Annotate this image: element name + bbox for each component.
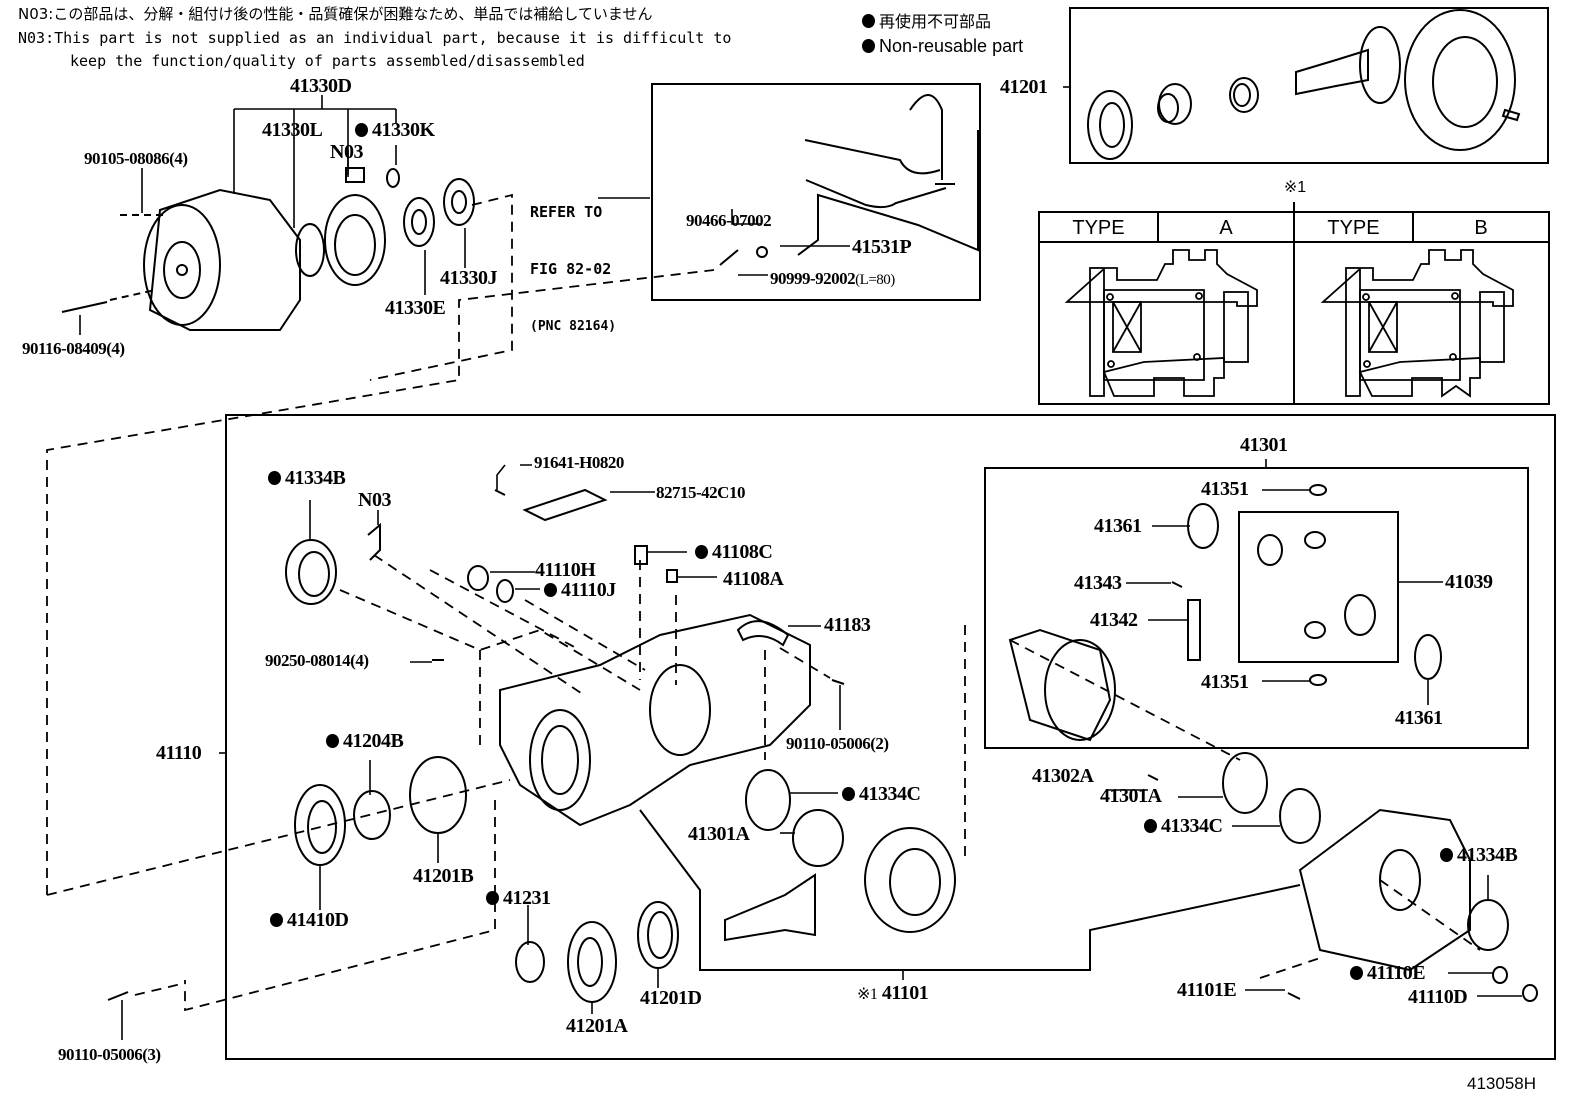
part-label-41201A[interactable]: 41201A bbox=[566, 1015, 628, 1037]
part-label-41108A[interactable]: 41108A bbox=[723, 568, 784, 590]
part-label-41334B-left[interactable]: 41334B bbox=[268, 468, 346, 488]
part-label-90116-08409[interactable]: 90116-08409(4) bbox=[22, 339, 125, 358]
part-label-41201[interactable]: 41201 bbox=[1000, 76, 1048, 98]
assembly-dashed-lines bbox=[46, 193, 1481, 1012]
part-label-90110-05006-3[interactable]: 90110-05006(3) bbox=[58, 1045, 161, 1064]
part-label-41330J[interactable]: 41330J bbox=[440, 267, 498, 289]
part-label-41342[interactable]: 41342 bbox=[1090, 609, 1138, 631]
part-label-41334C-left[interactable]: 41334C bbox=[842, 784, 921, 804]
type-table-grid bbox=[1039, 202, 1549, 404]
part-label-41183[interactable]: 41183 bbox=[824, 614, 871, 636]
part-label-41101E[interactable]: 41101E bbox=[1177, 979, 1237, 1001]
refer-to-fig-label: REFER TO FIG 82-02 (PNC 82164) bbox=[530, 165, 616, 355]
non-reusable-dot-icon bbox=[1440, 848, 1453, 862]
part-label-41361-right[interactable]: 41361 bbox=[1395, 707, 1443, 729]
part-label-41110D[interactable]: 41110D bbox=[1408, 986, 1468, 1008]
refer-line2: FIG 82-02 bbox=[530, 260, 612, 278]
type-header-a-label: TYPE bbox=[1072, 217, 1125, 239]
part-label-41101[interactable]: ※1 41101 bbox=[857, 982, 929, 1004]
part-label-41330L[interactable]: 41330L bbox=[262, 119, 323, 141]
non-reusable-dot-icon bbox=[326, 734, 339, 748]
type-a-housing-drawing bbox=[1064, 249, 1258, 397]
part-label-82715-42C10[interactable]: 82715-42C10 bbox=[656, 483, 745, 502]
note-n03-english-line1: N03:This part is not supplied as an indi… bbox=[18, 29, 732, 47]
pinion-gear-box bbox=[1238, 511, 1399, 663]
carrier-box bbox=[225, 414, 1556, 1060]
part-label-41301A-right[interactable]: 41301A bbox=[1100, 785, 1162, 807]
part-label-91641-H0820[interactable]: 91641-H0820 bbox=[534, 453, 624, 472]
type-table-marker: ※1 bbox=[1283, 179, 1307, 196]
part-label-41204B[interactable]: 41204B bbox=[326, 731, 404, 751]
legend-jp-text: 再使用不可部品 bbox=[879, 12, 992, 31]
type-header-b-value: B bbox=[1474, 217, 1488, 239]
part-label-41301A-left[interactable]: 41301A bbox=[688, 823, 750, 845]
part-label-90110-05006-2[interactable]: 90110-05006(2) bbox=[786, 734, 889, 753]
non-reusable-dot-icon bbox=[862, 14, 875, 28]
part-label-41334B-right[interactable]: 41334B bbox=[1440, 845, 1518, 865]
breather-pipe-drawing bbox=[719, 94, 979, 266]
non-reusable-dot-icon bbox=[842, 787, 855, 801]
part-label-90250-08014[interactable]: 90250-08014(4) bbox=[265, 651, 369, 670]
part-label-90999-92002[interactable]: 90999-92002(L=80) bbox=[770, 269, 895, 288]
part-label-41351-top[interactable]: 41351 bbox=[1201, 478, 1249, 500]
legend-non-reusable-jp: 再使用不可部品 bbox=[862, 12, 991, 30]
non-reusable-dot-icon bbox=[270, 913, 283, 927]
pinion-set-drawing bbox=[1087, 9, 1521, 160]
refer-line3: (PNC 82164) bbox=[530, 319, 617, 334]
note-n03-japanese: N03:この部品は、分解・組付け後の性能・品質確保が困難なため、単品では補給して… bbox=[18, 5, 653, 23]
part-label-41531P[interactable]: 41531P bbox=[852, 236, 912, 258]
pinion-set-box bbox=[1069, 7, 1549, 164]
part-label-41231[interactable]: 41231 bbox=[486, 888, 551, 908]
part-label-41334C-right[interactable]: 41334C bbox=[1144, 816, 1223, 836]
type-header-a-value: A bbox=[1219, 217, 1233, 239]
part-label-41410D[interactable]: 41410D bbox=[270, 910, 349, 930]
breather-box bbox=[651, 83, 981, 301]
legend-non-reusable-en: Non-reusable part bbox=[862, 37, 1023, 55]
part-label-90105-08086[interactable]: 90105-08086(4) bbox=[84, 149, 188, 168]
type-header-b-label: TYPE bbox=[1327, 217, 1380, 239]
non-reusable-dot-icon bbox=[695, 545, 708, 559]
part-label-41110E[interactable]: 41110E bbox=[1350, 963, 1426, 983]
non-reusable-dot-icon bbox=[1144, 819, 1157, 833]
figure-id: 413058H bbox=[1467, 1074, 1537, 1093]
part-label-41108C[interactable]: 41108C bbox=[695, 542, 773, 562]
part-label-N03-top[interactable]: N03 bbox=[330, 141, 363, 163]
part-label-41302A[interactable]: 41302A bbox=[1032, 765, 1094, 787]
part-label-41301[interactable]: 41301 bbox=[1240, 434, 1288, 456]
part-label-41330K[interactable]: 41330K bbox=[355, 120, 435, 140]
rear-cover-drawing bbox=[61, 167, 475, 331]
part-label-90466-07002[interactable]: 90466-07002 bbox=[686, 211, 772, 230]
non-reusable-dot-icon bbox=[355, 123, 368, 137]
non-reusable-dot-icon bbox=[862, 39, 875, 53]
non-reusable-dot-icon bbox=[486, 891, 499, 905]
leader-lines bbox=[79, 86, 1522, 1040]
part-label-41110H[interactable]: 41110H bbox=[535, 559, 596, 581]
refer-line1: REFER TO bbox=[530, 203, 603, 221]
note-n03-english-line2: keep the function/quality of parts assem… bbox=[70, 52, 585, 70]
diff-case-box bbox=[984, 467, 1529, 749]
leader-41330D bbox=[233, 95, 397, 194]
part-label-41039[interactable]: 41039 bbox=[1445, 571, 1493, 593]
part-label-41201D[interactable]: 41201D bbox=[640, 987, 702, 1009]
non-reusable-dot-icon bbox=[544, 583, 557, 597]
non-reusable-dot-icon bbox=[1350, 966, 1363, 980]
differential-parts-drawing bbox=[107, 484, 1538, 1003]
carrier-housing-drawing bbox=[499, 613, 1301, 971]
part-label-41201B[interactable]: 41201B bbox=[413, 865, 474, 887]
non-reusable-dot-icon bbox=[268, 471, 281, 485]
part-label-41351-bottom[interactable]: 41351 bbox=[1201, 671, 1249, 693]
type-b-housing-drawing bbox=[1320, 249, 1514, 398]
part-label-41361-left[interactable]: 41361 bbox=[1094, 515, 1142, 537]
part-label-41330D[interactable]: 41330D bbox=[290, 75, 352, 97]
part-label-41110J[interactable]: 41110J bbox=[544, 580, 616, 600]
part-label-41330E[interactable]: 41330E bbox=[385, 297, 446, 319]
part-label-41110[interactable]: 41110 bbox=[156, 742, 202, 764]
part-label-N03-bottom[interactable]: N03 bbox=[358, 489, 391, 511]
part-label-41343[interactable]: 41343 bbox=[1074, 572, 1122, 594]
legend-en-text: Non-reusable part bbox=[879, 36, 1024, 56]
